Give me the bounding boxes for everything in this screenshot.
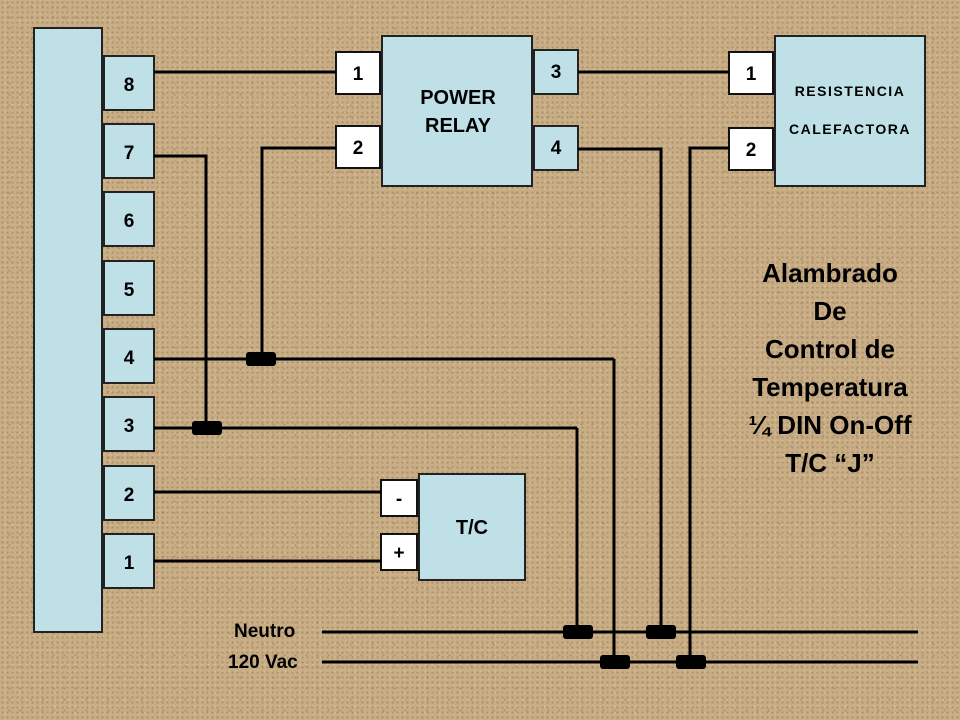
junction-neutral-t3 — [563, 625, 593, 639]
controller-terminal-8: 8 — [103, 55, 155, 111]
relay-pin-4-label: 4 — [551, 138, 562, 159]
power-relay-body — [381, 35, 533, 187]
wire-t7-line — [154, 154, 208, 428]
controller-terminal-5: 5 — [103, 260, 155, 316]
thermocouple-title: T/C — [456, 517, 488, 539]
tc-pin-plus-label: + — [393, 543, 404, 564]
title-line-6: T/C “J” — [785, 448, 875, 478]
heater-title-line2: CALEFACTORA — [789, 121, 911, 137]
title-line-4: Temperatura — [752, 372, 908, 402]
heater-pin-2: 2 — [728, 127, 774, 171]
junctions — [192, 352, 706, 669]
power-relay-pin-1: 1 — [335, 51, 381, 95]
controller-terminal-1: 1 — [103, 533, 155, 589]
heater-pin-2-label: 2 — [746, 140, 757, 161]
junction-t4-relay2 — [246, 352, 276, 366]
controller-terminal-3: 3 — [103, 396, 155, 452]
title-line-1: Alambrado — [762, 258, 898, 288]
controller-terminal-2: 2 — [103, 465, 155, 521]
neutral-label: Neutro — [234, 621, 295, 642]
terminal-label-1: 1 — [124, 553, 135, 574]
controller-terminal-4: 4 — [103, 328, 155, 384]
thermocouple-body — [418, 473, 526, 581]
terminal-label-7: 7 — [124, 143, 135, 164]
terminal-label-2: 2 — [124, 485, 135, 506]
power-relay-pin-3: 3 — [533, 49, 579, 95]
power-relay-title-line2: RELAY — [425, 115, 492, 137]
relay-pin-3-label: 3 — [551, 62, 562, 83]
title-line-2: De — [813, 296, 846, 326]
thermocouple-pin-minus: - — [380, 479, 418, 517]
terminal-label-6: 6 — [124, 211, 135, 232]
controller-terminal-7: 7 — [103, 123, 155, 179]
junction-neutral-relay4 — [646, 625, 676, 639]
controller-body — [33, 27, 103, 633]
title-line-3: Control de — [765, 334, 895, 364]
title-line-5: ¼ DIN On-Off — [748, 410, 912, 440]
terminal-label-5: 5 — [124, 280, 135, 301]
line-voltage-label: 120 Vac — [228, 652, 298, 673]
thermocouple-pin-plus: + — [380, 533, 418, 571]
wire-relay2-t4 — [260, 146, 336, 359]
junction-line-t4 — [600, 655, 630, 669]
terminal-label-8: 8 — [124, 75, 135, 96]
power-relay-pin-4: 4 — [533, 125, 579, 171]
terminal-label-4: 4 — [124, 348, 135, 369]
power-relay-pin-2: 2 — [335, 125, 381, 169]
relay-pin-2-label: 2 — [353, 138, 364, 159]
heater-pin-1-label: 1 — [746, 64, 757, 85]
power-relay-title-line1: POWER — [420, 87, 496, 109]
junction-t3-t7 — [192, 421, 222, 435]
terminal-label-3: 3 — [124, 416, 135, 437]
relay-pin-1-label: 1 — [353, 64, 364, 85]
wires — [154, 70, 918, 664]
heater-pin-1: 1 — [728, 51, 774, 95]
tc-pin-minus-label: - — [396, 489, 402, 510]
junction-line-heater2 — [676, 655, 706, 669]
diagram-title: Alambrado De Control de Temperatura ¼ DI… — [748, 258, 912, 478]
heater-title-line1: RESISTENCIA — [795, 83, 906, 99]
controller-terminal-6: 6 — [103, 191, 155, 247]
wire-heater2-line — [688, 146, 729, 662]
wire-relay4-neutral — [578, 147, 663, 632]
heater-body — [774, 35, 926, 187]
